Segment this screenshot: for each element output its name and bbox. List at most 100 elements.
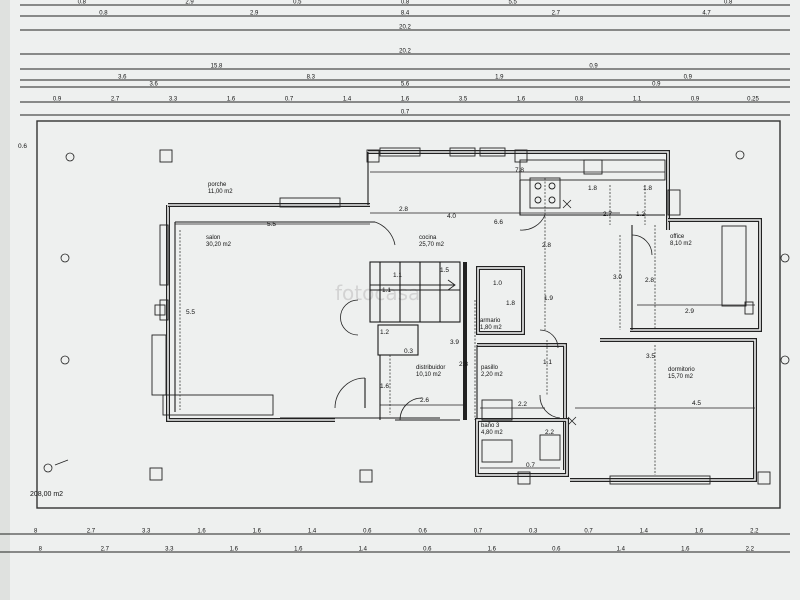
office-wardrobe bbox=[721, 225, 747, 307]
plan-dimension: 1.2 bbox=[636, 211, 645, 218]
room-name: cocina bbox=[419, 235, 437, 241]
staircase bbox=[369, 261, 461, 323]
bottom-dim-value: 1.6 bbox=[681, 547, 690, 553]
top-dim-value: 0.5 bbox=[293, 0, 302, 6]
bottom-dim-value: 1.6 bbox=[253, 529, 262, 535]
plan-dimension: 2.2 bbox=[518, 401, 527, 408]
top-dim-value: 0.25 bbox=[747, 97, 759, 103]
top-dim-value: 1.6 bbox=[517, 97, 526, 103]
room-area: 15,70 m2 bbox=[668, 374, 694, 380]
plan-dimension: 1.6 bbox=[380, 383, 389, 390]
top-dim-value: 2.7 bbox=[552, 11, 561, 17]
plan-dimension: 3.0 bbox=[613, 274, 622, 281]
top-dim-value: 0.7 bbox=[401, 110, 410, 116]
plan-dimension: 2.8 bbox=[399, 206, 408, 213]
top-dim-value: 0.8 bbox=[401, 0, 410, 6]
top-dim-value: 20.2 bbox=[399, 25, 411, 31]
top-dim-value: 2.9 bbox=[250, 11, 259, 17]
bottom-dim-value: 0.6 bbox=[363, 529, 372, 535]
room-name: salon bbox=[206, 235, 220, 241]
top-dim-value: 8.4 bbox=[401, 11, 410, 17]
top-dim-value: 1.6 bbox=[227, 97, 236, 103]
top-dim-value: 0.9 bbox=[684, 75, 693, 81]
bottom-dim-value: 8 bbox=[39, 547, 43, 553]
bathtub bbox=[481, 399, 513, 421]
bottom-dim-value: 1.6 bbox=[695, 529, 704, 535]
top-dim-value: 3.3 bbox=[169, 97, 178, 103]
plan-dimension: 6.6 bbox=[494, 219, 503, 226]
bottom-dim-value: 8 bbox=[34, 529, 38, 535]
top-dim-value: 1.6 bbox=[401, 97, 410, 103]
plan-dimension: 7.8 bbox=[515, 167, 524, 174]
room-area: 4,80 m2 bbox=[481, 430, 503, 436]
plan-dimension: 5.5 bbox=[267, 221, 276, 228]
plan-dimension: 2.8 bbox=[542, 242, 551, 249]
room-name: porche bbox=[208, 182, 227, 188]
bottom-dim-value: 0.3 bbox=[529, 529, 538, 535]
plan-dimension: 1.1 bbox=[543, 359, 552, 366]
window-salon bbox=[159, 224, 169, 286]
top-dim-value: 5.5 bbox=[509, 0, 518, 6]
top-dim-value: 1.4 bbox=[343, 97, 352, 103]
top-dim-value: 15.8 bbox=[211, 64, 223, 70]
plan-dimension: 3.9 bbox=[450, 339, 459, 346]
room-name: armario bbox=[480, 318, 501, 324]
top-dim-value: 0.9 bbox=[53, 97, 62, 103]
room-area: 30,20 m2 bbox=[206, 242, 232, 248]
room-name: office bbox=[670, 234, 685, 240]
plan-dimension: 1.0 bbox=[493, 280, 502, 287]
bottom-dim-value: 0.7 bbox=[474, 529, 483, 535]
toilet bbox=[539, 434, 561, 461]
plan-dimension: 3.5 bbox=[646, 353, 655, 360]
bottom-dim-value: 0.6 bbox=[418, 529, 427, 535]
room-area: 10,10 m2 bbox=[416, 372, 442, 378]
top-dim-value: 3.6 bbox=[118, 75, 127, 81]
top-dim-value: 1.1 bbox=[633, 97, 642, 103]
bottom-dim-value: 2.7 bbox=[101, 547, 110, 553]
bottom-dim-value: 2.7 bbox=[87, 529, 96, 535]
plan-dimension: 1.8 bbox=[506, 300, 515, 307]
room-name: dormitorio bbox=[668, 367, 695, 373]
plan-dimension: 4.5 bbox=[692, 400, 701, 407]
bottom-dim-value: 1.6 bbox=[488, 547, 497, 553]
spiral-stair bbox=[340, 299, 359, 336]
window-porche bbox=[279, 197, 341, 208]
plan-dimension: 2.8 bbox=[459, 361, 468, 368]
room-area: 8,10 m2 bbox=[670, 241, 692, 247]
top-dim-value: 4.7 bbox=[702, 11, 711, 17]
top-dim-value: 2.7 bbox=[111, 97, 120, 103]
column-marker bbox=[159, 149, 173, 163]
plan-dimension: 1.9 bbox=[544, 295, 553, 302]
bottom-dim-value: 2.2 bbox=[746, 547, 755, 553]
bottom-dim-value: 1.6 bbox=[294, 547, 303, 553]
room-area: 1,80 m2 bbox=[480, 325, 502, 331]
top-dim-value: 0.9 bbox=[691, 97, 700, 103]
room-area: 25,70 m2 bbox=[419, 242, 445, 248]
room-area: 11,00 m2 bbox=[208, 189, 233, 195]
sink bbox=[583, 159, 603, 175]
interior-dimension-lines bbox=[175, 171, 755, 475]
window-kitchen-1 bbox=[379, 147, 421, 157]
top-dim-value: 0.8 bbox=[78, 0, 87, 6]
plan-dimension: 2.8 bbox=[645, 277, 654, 284]
room-area: 2,20 m2 bbox=[481, 372, 503, 378]
bottom-dim-value: 1.4 bbox=[640, 529, 649, 535]
bottom-dim-value: 0.6 bbox=[423, 547, 432, 553]
bottom-dim-value: 3.3 bbox=[165, 547, 174, 553]
top-dim-value: 3.5 bbox=[459, 97, 468, 103]
top-dim-value: 0.9 bbox=[652, 82, 661, 88]
frame-label: 0.6 bbox=[18, 143, 27, 150]
plan-dimension: 1.5 bbox=[440, 267, 449, 274]
top-dim-value: 8.3 bbox=[307, 75, 316, 81]
bottom-dim-value: 0.7 bbox=[584, 529, 593, 535]
plan-dimension: 1.1 bbox=[382, 287, 391, 294]
plan-dimension: 0.7 bbox=[526, 462, 535, 469]
bottom-dim-value: 2.2 bbox=[750, 529, 759, 535]
top-dim-value: 0.7 bbox=[285, 97, 294, 103]
bottom-dim-value: 1.4 bbox=[359, 547, 368, 553]
top-dim-value: 0.8 bbox=[575, 97, 584, 103]
